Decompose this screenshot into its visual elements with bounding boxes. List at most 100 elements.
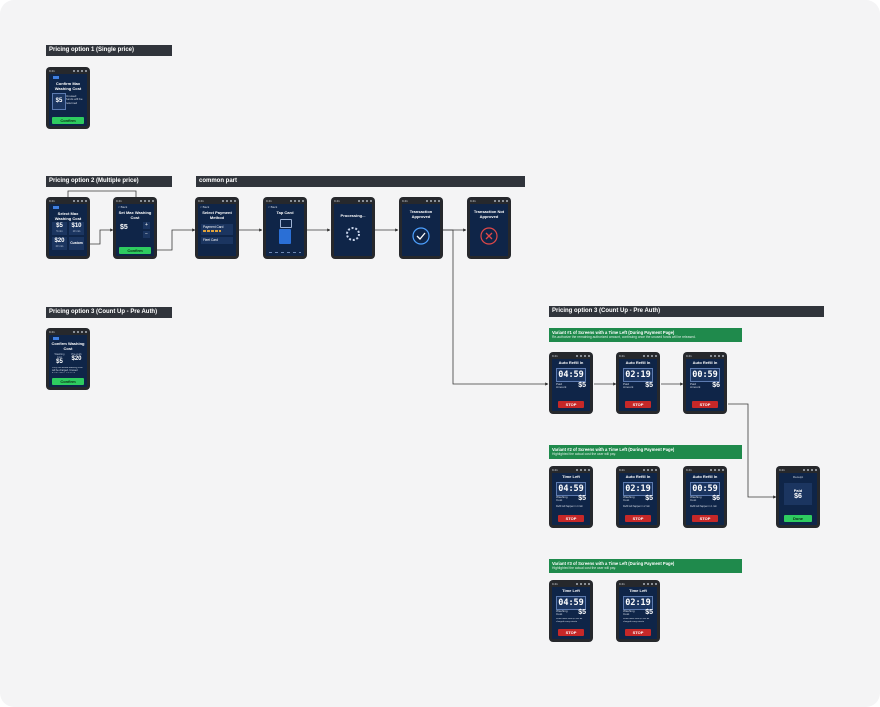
refill-note: Refill will happen in 4 min <box>556 505 583 508</box>
status-icons <box>710 355 724 357</box>
status-icons <box>710 469 724 471</box>
card-brands-icon <box>203 230 221 232</box>
screen-title: Processing... <box>340 213 366 218</box>
status-time: 9:41 <box>619 354 625 358</box>
price-option-5[interactable]: $5 5 min <box>52 222 67 235</box>
status-icons <box>73 70 87 72</box>
logo-icon <box>53 76 59 79</box>
screen-title: Transaction Approved <box>409 209 433 219</box>
stop-button[interactable]: STOP <box>625 629 651 636</box>
washing-cost-block: Washing Cost $5 <box>52 353 67 365</box>
stop-button[interactable]: STOP <box>558 401 584 408</box>
variant-3-subtitle: Highlighted the actual cost the user wil… <box>552 566 616 570</box>
done-button[interactable]: Done <box>784 515 812 522</box>
status-time: 9:41 <box>116 199 122 203</box>
paid-amount: $6 <box>794 493 802 500</box>
decrease-button[interactable]: − <box>143 231 150 238</box>
screen-title: Confirm Max Washing Cost <box>54 81 82 91</box>
logo-icon <box>53 206 59 209</box>
amount-value: $5 <box>578 495 586 502</box>
status-icons <box>290 200 304 202</box>
section-header-option2: Pricing option 2 (Multiple price) <box>46 176 172 187</box>
stop-button[interactable]: STOP <box>692 515 718 522</box>
payment-option-fleet[interactable]: Fleet Card <box>201 237 233 244</box>
screen-v1-refill-3: 9:41 Auto Refill In 00:59 Paid Amount $6… <box>683 352 727 414</box>
status-time: 9:41 <box>198 199 204 203</box>
screen-select-max-cost: 9:41 Select Max Washing Cost $5 5 min $1… <box>46 197 90 259</box>
price-sub: 10 min <box>72 230 81 233</box>
paid-label: Paid <box>793 488 803 493</box>
price-value: $5 <box>56 223 63 229</box>
amount-label: Washing Cost <box>556 609 568 617</box>
price-option-custom[interactable]: Custom <box>69 237 84 250</box>
increase-button[interactable]: + <box>143 222 150 229</box>
screen-title: Time Left <box>562 474 580 479</box>
status-time: 9:41 <box>334 199 340 203</box>
amount-value: $5 <box>578 382 586 389</box>
amount-label: Washing Cost <box>690 495 702 503</box>
price-option-10[interactable]: $10 10 min <box>69 222 84 235</box>
timer-display: 04:59 <box>556 482 586 496</box>
price-tile[interactable]: $5 <box>52 93 66 110</box>
status-time: 9:41 <box>686 468 692 472</box>
spinner-icon <box>346 227 360 241</box>
screen-tap-card: 9:41 < Back Tap Card <box>263 197 307 259</box>
amount-label: Washing Cost <box>623 495 635 503</box>
screen-title: Auto Refill In <box>692 360 718 365</box>
screen-confirm-washing-cost: 9:41 Confirm Washing Cost Washing Cost $… <box>46 328 90 390</box>
screen-v3-2: 9:41 Time Left 02:19 Washing Cost $5 Whe… <box>616 580 660 642</box>
note-text: Unused funds will be returned <box>66 94 83 105</box>
charge-note: When timer ends $1 will be charged every… <box>623 618 650 623</box>
screen-title: Auto Refill In <box>625 360 651 365</box>
status-time: 9:41 <box>470 199 476 203</box>
screen-title: Transaction Not Approved <box>473 209 505 219</box>
logo-icon <box>53 337 59 340</box>
section-header-option3-variants: Pricing option 3 (Count Up - Pre Auth) <box>549 306 824 317</box>
back-link[interactable]: < Back <box>268 205 278 209</box>
receipt-card: Paid $6 <box>784 483 812 505</box>
screen-v2-3: 9:41 Auto Refill In 00:59 Washing Cost $… <box>683 466 727 528</box>
confirm-button[interactable]: Confirm <box>119 247 151 254</box>
screen-confirm-max-cost: 9:41 Confirm Max Washing Cost $5 Unused … <box>46 67 90 129</box>
status-time: 9:41 <box>779 468 785 472</box>
status-icons <box>358 200 372 202</box>
timer-display: 00:59 <box>690 482 720 496</box>
stop-button[interactable]: STOP <box>558 629 584 636</box>
stop-button[interactable]: STOP <box>625 401 651 408</box>
status-time: 9:41 <box>619 582 625 586</box>
back-link[interactable]: < Back <box>118 205 128 209</box>
screen-v1-refill-2: 9:41 Auto Refill In 02:19 Paid Amount $5… <box>616 352 660 414</box>
refill-note: Refill will happen in 2 min <box>623 505 650 508</box>
price-option-20[interactable]: $20 20 min <box>52 237 67 250</box>
receipt-header: Receipt <box>792 475 804 479</box>
confirm-button[interactable]: Confirm <box>52 378 84 385</box>
back-link[interactable]: < Back <box>200 205 210 209</box>
status-time: 9:41 <box>552 468 558 472</box>
status-icons <box>73 331 87 333</box>
variant-1-subtitle: Re-authorize the remaining authorized am… <box>552 335 696 339</box>
option-label: Payment Card <box>203 225 224 229</box>
confirm-button[interactable]: Confirm <box>52 117 84 124</box>
stop-button[interactable]: STOP <box>558 515 584 522</box>
note-text: Only the actual washing cost will be cha… <box>52 367 83 373</box>
stop-button[interactable]: STOP <box>692 401 718 408</box>
payment-option-card[interactable]: Payment Card <box>201 224 233 235</box>
timer-display: 04:59 <box>556 368 586 382</box>
status-icons <box>643 583 657 585</box>
screen-v2-2: 9:41 Auto Refill In 02:19 Washing Cost $… <box>616 466 660 528</box>
stop-button[interactable]: STOP <box>625 515 651 522</box>
price-sub: 5 min <box>56 230 63 233</box>
status-time: 9:41 <box>49 199 55 203</box>
timer-display: 04:59 <box>556 596 586 610</box>
amount-value: $5 <box>645 495 653 502</box>
screen-title: Select Payment Method <box>202 210 232 220</box>
status-icons <box>140 200 154 202</box>
timer-display: 00:59 <box>690 368 720 382</box>
error-circle-icon <box>480 227 498 245</box>
status-icons <box>73 200 87 202</box>
status-time: 9:41 <box>402 199 408 203</box>
status-icons <box>576 583 590 585</box>
screen-set-max-cost: 9:41 < Back Set Max Washing Cost $5 + − … <box>113 197 157 259</box>
amount-label: Paid Amount <box>690 382 701 390</box>
